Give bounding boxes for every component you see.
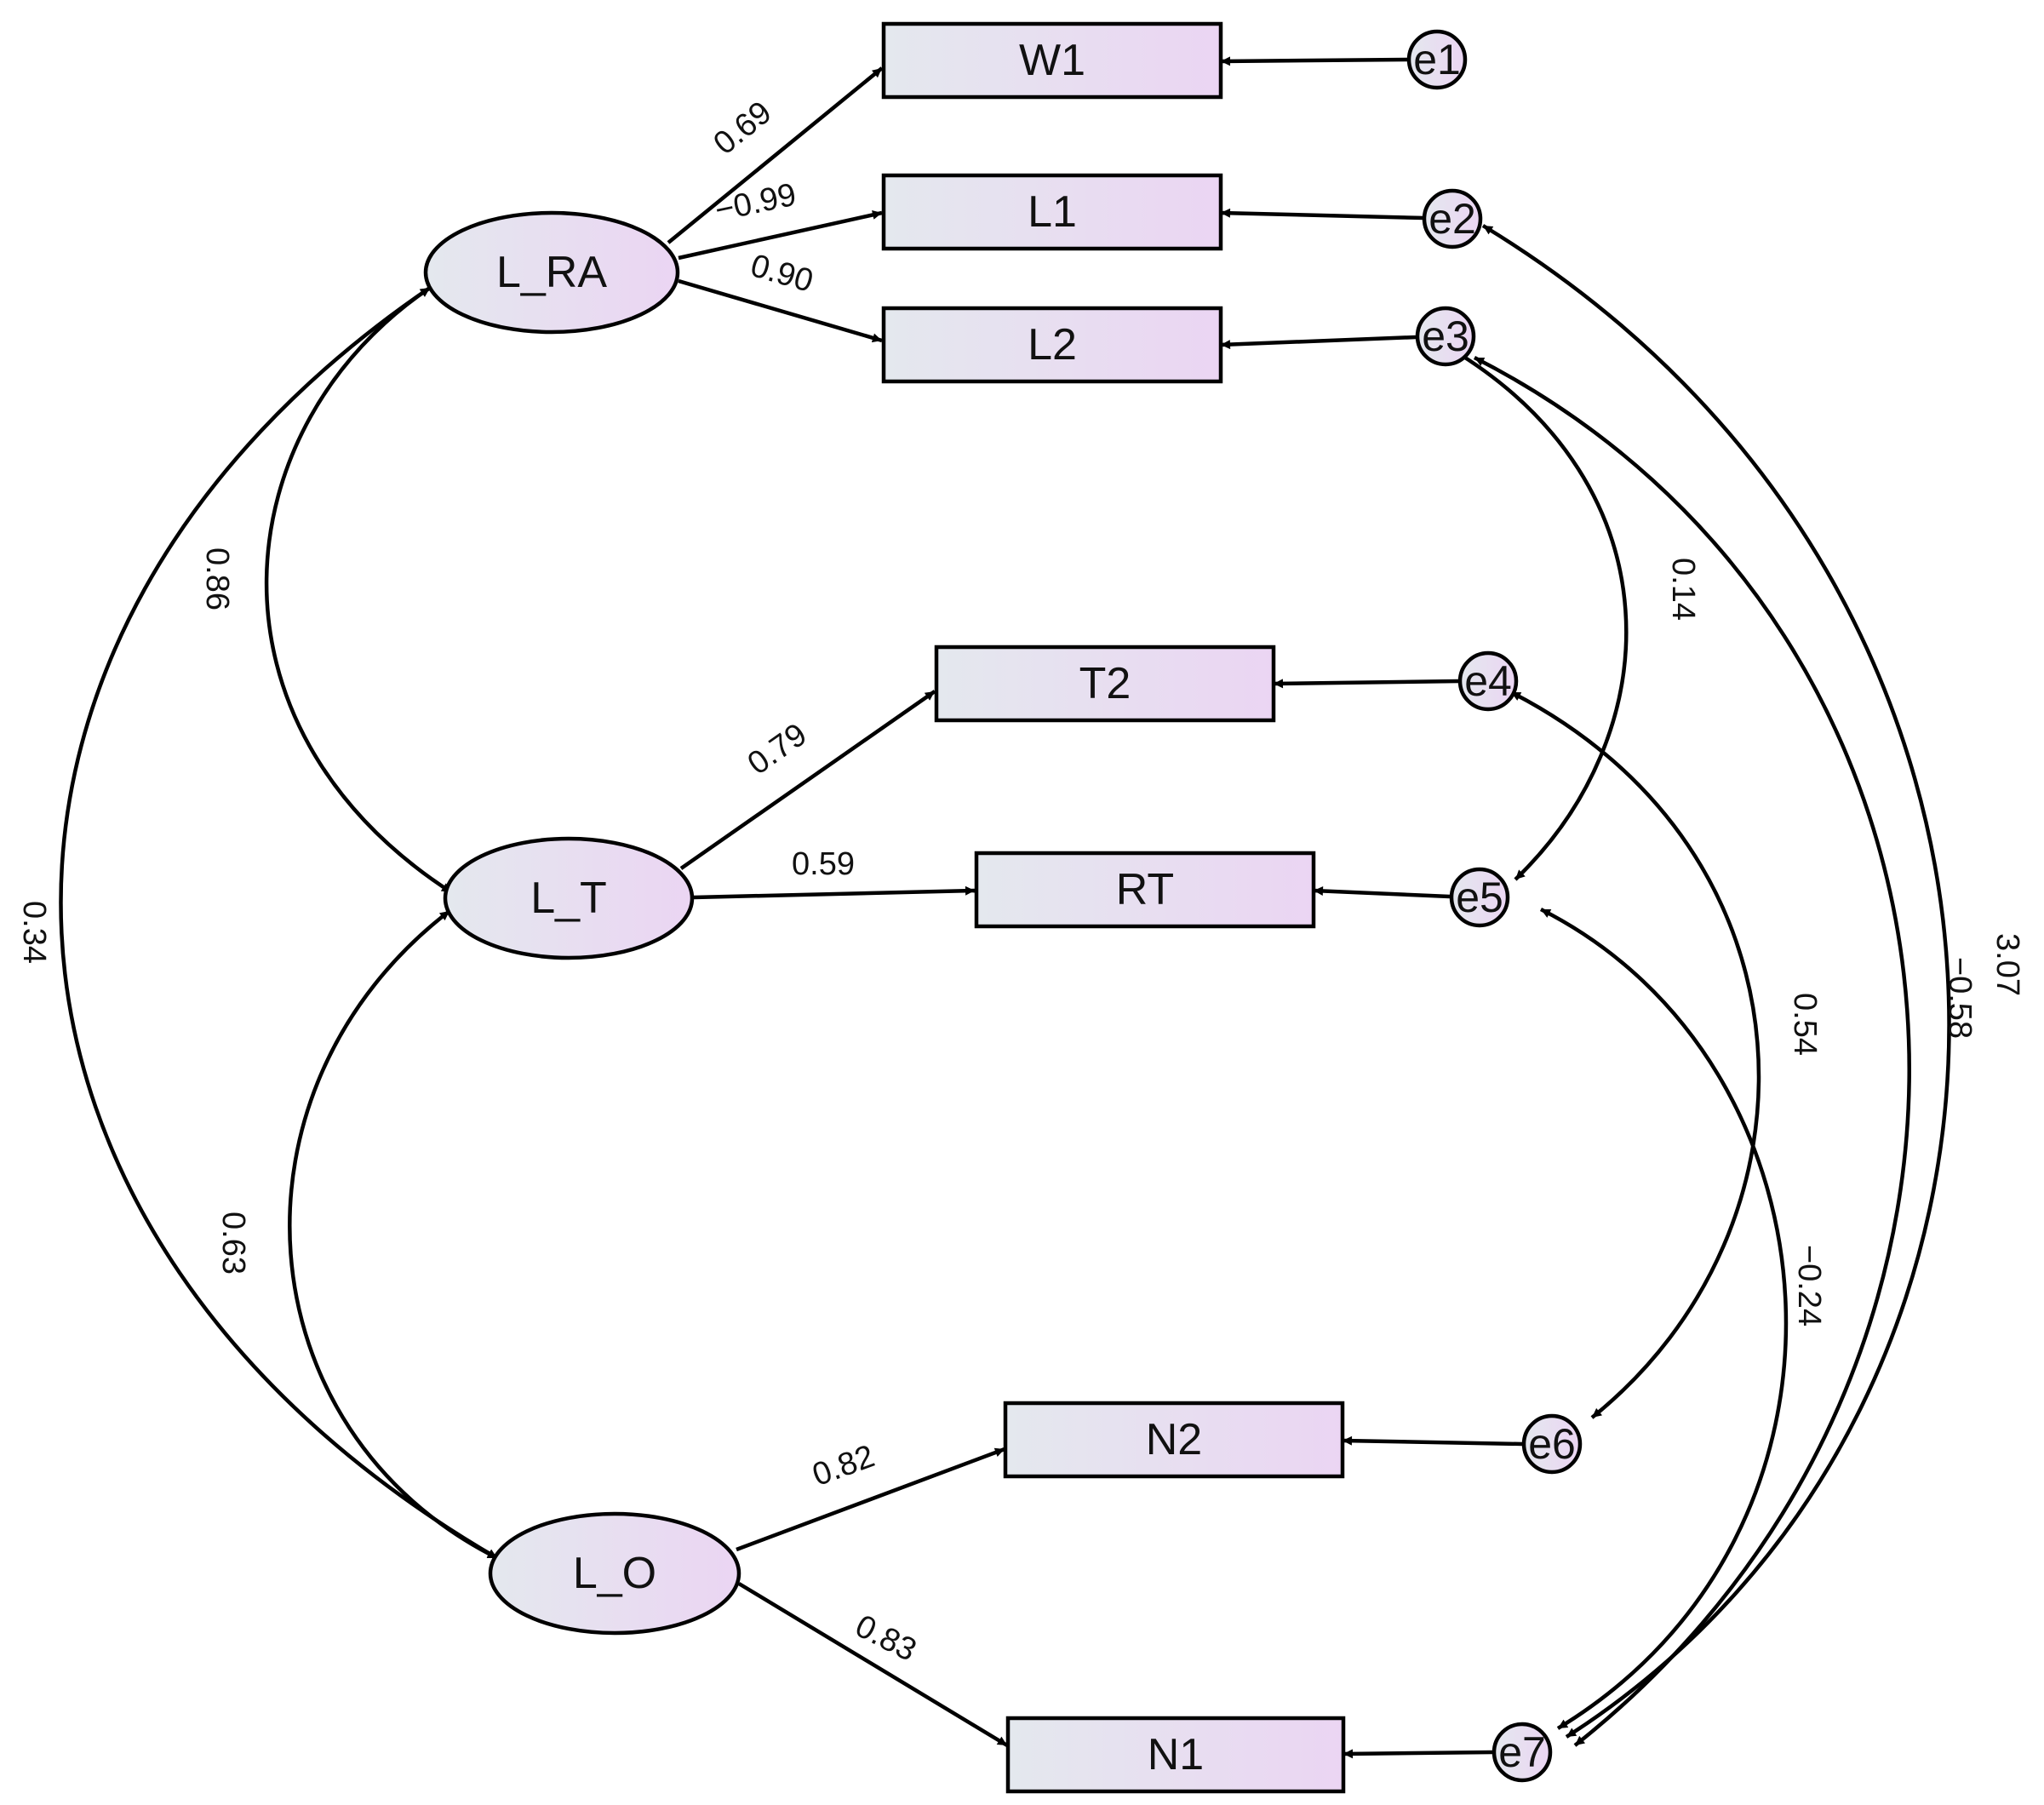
observed-label: L1 [1028, 187, 1077, 237]
observed-label: N2 [1146, 1415, 1202, 1464]
error-e5[interactable]: e5 [1449, 867, 1510, 928]
cov-coef-e5-e7: −0.24 [1791, 1245, 1827, 1327]
error-paths [1220, 56, 1523, 1759]
error-terms: e1 e2 e3 e4 e5 e6 e7 [1406, 29, 1583, 1783]
cov-path-e3-e5 [1450, 347, 1629, 881]
loading-path-lt-rt [693, 885, 976, 900]
loading-coef-lt-rt: 0.59 [792, 846, 855, 882]
error-path-e3-l2 [1220, 335, 1417, 350]
error-e3[interactable]: e3 [1415, 306, 1476, 367]
cov-coef-e4-e6: 0.54 [1787, 993, 1823, 1056]
error-e2[interactable]: e2 [1422, 188, 1483, 249]
error-path-e2-l1 [1220, 208, 1425, 221]
error-label: e3 [1422, 312, 1469, 360]
cov-path-e3-e7 [1473, 355, 1911, 1747]
loading-path-lra-w1 [667, 66, 884, 244]
observed-w1[interactable]: W1 [881, 21, 1223, 100]
loading-coef-lra-l2: 0.90 [747, 248, 817, 300]
observed-n1[interactable]: N1 [1005, 1716, 1346, 1794]
error-e1[interactable]: e1 [1406, 29, 1468, 90]
covariance-paths [59, 224, 1951, 1747]
cov-path-lra-lt [264, 286, 453, 894]
cov-coef-lra-lo: 0.34 [16, 901, 52, 964]
cov-coef-e2-e7: 3.07 [1990, 933, 2025, 996]
latent-l-o[interactable]: L_O [488, 1511, 741, 1636]
observed-label: L2 [1028, 320, 1077, 370]
cov-coef-e3-e5: 0.14 [1665, 558, 1701, 621]
observed-label: T2 [1079, 659, 1131, 708]
cov-path-lt-lo [288, 909, 499, 1561]
latent-label: L_O [573, 1549, 656, 1598]
error-label: e5 [1456, 874, 1503, 921]
cov-path-e4-e6 [1509, 690, 1761, 1419]
latent-l-t[interactable]: L_T [443, 836, 695, 960]
observed-variables: W1 L1 L2 T2 RT N2 N1 [881, 21, 1346, 1794]
loading-coef-lt-t2: 0.79 [741, 717, 814, 782]
cov-path-e5-e7 [1539, 907, 1789, 1730]
error-label: e4 [1464, 657, 1512, 705]
observed-label: W1 [1019, 36, 1085, 85]
covariance-coefficients: 0.86 0.34 0.63 0.14 0.54 −0.24 −0.58 3.0… [16, 547, 2025, 1327]
error-e7[interactable]: e7 [1491, 1722, 1553, 1783]
error-label: e6 [1528, 1420, 1576, 1468]
loading-coef-lo-n1: 0.83 [850, 1608, 922, 1669]
observed-label: N1 [1148, 1730, 1204, 1779]
error-label: e1 [1413, 36, 1461, 83]
error-e6[interactable]: e6 [1521, 1413, 1583, 1475]
latent-label: L_T [530, 874, 607, 923]
error-path-e4-t2 [1273, 679, 1459, 689]
cov-coef-lt-lo: 0.63 [215, 1212, 251, 1275]
observed-rt[interactable]: RT [974, 851, 1316, 929]
loading-paths [667, 66, 1009, 1747]
observed-n2[interactable]: N2 [1003, 1401, 1345, 1479]
error-path-e6-n2 [1342, 1435, 1523, 1447]
cov-coef-lra-lt: 0.86 [199, 547, 235, 610]
error-label: e2 [1429, 195, 1476, 243]
latent-l-ra[interactable]: L_RA [423, 210, 680, 335]
loading-path-lo-n2 [736, 1447, 1005, 1552]
cov-path-lra-lo [59, 286, 499, 1560]
cov-path-e2-e7 [1481, 224, 1951, 1739]
cov-coef-e3-e7: −0.58 [1942, 957, 1978, 1039]
loading-coef-lra-l1: −0.99 [712, 177, 799, 229]
error-path-e7-n1 [1343, 1749, 1493, 1759]
error-e4[interactable]: e4 [1457, 650, 1519, 712]
loading-path-lra-l2 [678, 278, 883, 343]
observed-t2[interactable]: T2 [934, 645, 1276, 723]
error-path-e5-rt [1313, 885, 1451, 899]
loading-coef-lo-n2: 0.82 [808, 1438, 879, 1493]
loading-path-lo-n1 [737, 1582, 1009, 1747]
latent-variables: L_RA L_T L_O [423, 210, 741, 1636]
observed-label: RT [1116, 865, 1174, 914]
error-label: e7 [1498, 1728, 1546, 1776]
loading-coef-lra-w1: 0.69 [707, 95, 778, 162]
observed-l1[interactable]: L1 [881, 173, 1223, 251]
observed-l2[interactable]: L2 [881, 306, 1223, 384]
error-path-e1-w1 [1220, 56, 1408, 66]
loading-path-lra-l1 [678, 210, 883, 261]
loading-path-lt-t2 [679, 690, 936, 870]
latent-label: L_RA [496, 248, 607, 297]
